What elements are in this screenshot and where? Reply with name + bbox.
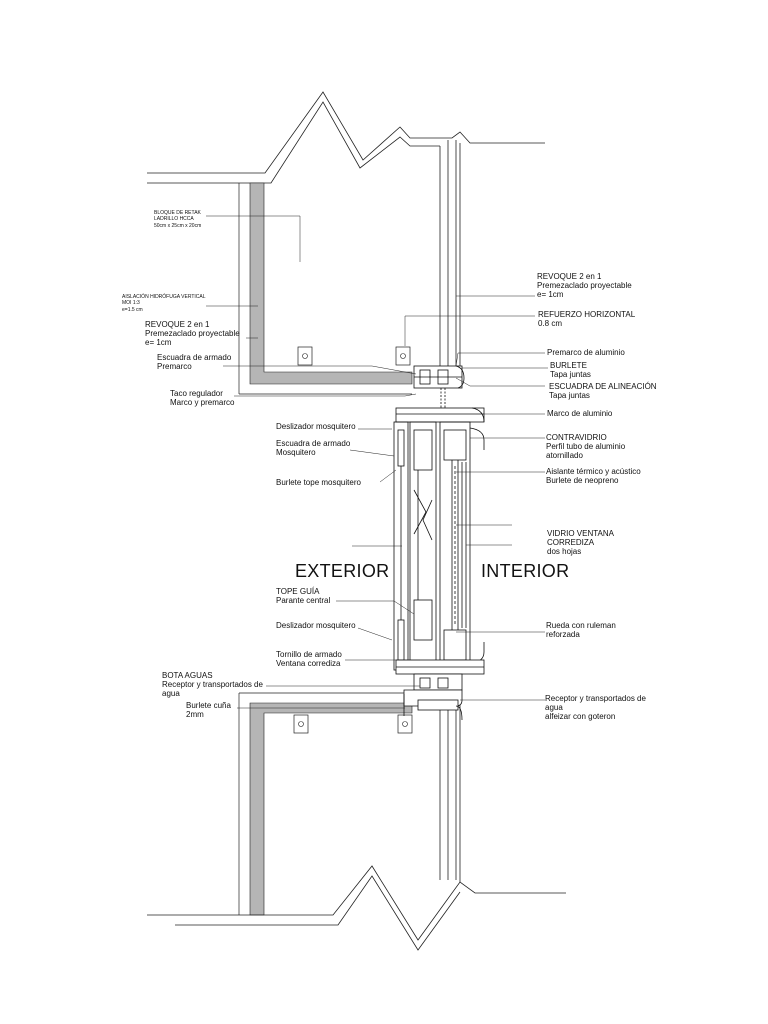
label-line: alfeizar con goteron — [545, 711, 616, 721]
label-line: Mosquitero — [276, 447, 316, 457]
label-line: Taco regulador — [170, 389, 223, 398]
label-revoque-right: REVOQUE 2 en 1 Premezaclado proyectable … — [537, 272, 632, 300]
label-deslizador-1: Deslizador mosquitero — [276, 422, 356, 432]
label-tope-guia: TOPE GUÍA Parante central — [276, 587, 331, 606]
label-line: Tapa juntas — [550, 369, 591, 379]
lower-wall-block — [238, 692, 413, 916]
lower-wall-outline — [147, 700, 566, 951]
label-escuadra-alineacion: ESCUADRA DE ALINEACIÓN Tapa juntas — [549, 382, 657, 401]
label-line: Deslizador mosquitero — [276, 621, 356, 630]
label-line: Tornillo de armado — [276, 650, 342, 659]
label-interior: INTERIOR — [481, 562, 569, 580]
label-line: Rueda con ruleman — [546, 621, 616, 630]
window-section — [393, 365, 485, 721]
label-line: dos hojas — [547, 546, 582, 556]
label-line: e= 1cm — [537, 289, 564, 299]
label-line: Marco y premarco — [170, 397, 235, 407]
upper-wall-outline — [147, 91, 545, 366]
label-line: Perfil tubo de aluminio — [546, 441, 626, 451]
label-line: VIDRIO VENTANA — [547, 529, 614, 538]
label-deslizador-2: Deslizador mosquitero — [276, 621, 356, 631]
label-line: e= 1cm — [145, 337, 172, 347]
label-line: agua — [162, 688, 180, 698]
label-burlete-cuna: Burlete cuña 2mm — [186, 701, 231, 720]
label-line: BOTA AGUAS — [162, 671, 213, 680]
label-marco: Marco de aluminio — [547, 409, 613, 419]
label-escuadra-premarco: Escuadra de armado Premarco — [157, 353, 232, 372]
label-line: Burlete cuña — [186, 701, 231, 710]
label-line: Burlete tope mosquitero — [276, 478, 361, 487]
label-line: Premarco — [157, 361, 192, 371]
label-line: Burlete de neopreno — [546, 475, 619, 485]
label-line: Premezaclado proyectable — [537, 280, 632, 290]
label-line: Escuadra de armado — [157, 353, 232, 362]
label-line: Receptor y transportados de — [545, 694, 646, 703]
label-rueda: Rueda con ruleman reforzada — [546, 621, 616, 640]
label-burlete-tope: Burlete tope mosquitero — [276, 478, 361, 488]
label-line: BURLETE — [550, 361, 587, 370]
label-vidrio: VIDRIO VENTANA CORREDIZA dos hojas — [547, 529, 614, 557]
label-exterior: EXTERIOR — [295, 562, 389, 580]
label-receptor: Receptor y transportados de agua alfeiza… — [545, 694, 646, 722]
label-line: 0.8 cm — [538, 318, 563, 328]
label-line: Aislante térmico y acústico — [546, 467, 641, 476]
label-line: atornillado — [546, 450, 583, 460]
label-line: REVOQUE 2 en 1 — [537, 272, 602, 281]
label-escuadra-mosquitero: Escuadra de armado Mosquitero — [276, 439, 351, 458]
label-line: reforzada — [546, 629, 580, 639]
label-burlete: BURLETE Tapa juntas — [550, 361, 591, 380]
label-line: TOPE GUÍA — [276, 587, 320, 596]
label-bloque: BLOQUE DE RETAK LADRILLO HCCA 50cm x 25c… — [154, 210, 201, 229]
label-taco: Taco regulador Marco y premarco — [170, 389, 235, 408]
label-line: Marco de aluminio — [547, 409, 613, 418]
label-line: Premarco de aluminio — [547, 348, 625, 357]
label-line: 2mm — [186, 709, 204, 719]
label-aislacion: AISLACIÓN HIDRÓFUGA VERTICAL MOI 1:3 e=1… — [122, 294, 206, 313]
label-revoque-left: REVOQUE 2 en 1 Premezaclado proyectable … — [145, 320, 240, 348]
label-line: Parante central — [276, 595, 331, 605]
label-line: Ventana corrediza — [276, 658, 341, 668]
label-line: Deslizador mosquitero — [276, 422, 356, 431]
label-line: Receptor y transportados de — [162, 679, 263, 689]
label-premarco: Premarco de aluminio — [547, 348, 625, 358]
label-line: CONTRAVIDRIO — [546, 433, 607, 442]
label-line: MOI 1:3 — [122, 300, 140, 307]
label-aislante: Aislante térmico y acústico Burlete de n… — [546, 467, 641, 486]
label-line: e=1.5 cm — [122, 306, 143, 313]
label-line: Premezaclado proyectable — [145, 328, 240, 338]
leader-lines — [206, 215, 548, 709]
label-line: AISLACIÓN HIDRÓFUGA VERTICAL — [122, 294, 206, 300]
label-line: ESCUADRA DE ALINEACIÓN — [549, 382, 657, 391]
label-refuerzo: REFUERZO HORIZONTAL 0.8 cm — [538, 310, 636, 329]
label-line: BLOQUE DE RETAK — [154, 210, 201, 216]
label-line: REFUERZO HORIZONTAL — [538, 310, 636, 319]
label-line: REVOQUE 2 en 1 — [145, 320, 210, 329]
label-line: LADRILLO HCCA — [154, 216, 194, 223]
label-line: Tapa juntas — [549, 390, 590, 400]
label-line: agua — [545, 702, 563, 712]
label-line: Escuadra de armado — [276, 439, 351, 448]
label-bota-aguas: BOTA AGUAS Receptor y transportados de a… — [162, 671, 263, 699]
label-contravidrio: CONTRAVIDRIO Perfil tubo de aluminio ato… — [546, 433, 626, 461]
label-line: CORREDIZA — [547, 537, 595, 547]
label-line: 50cm x 25cm x 20cm — [154, 222, 202, 229]
zone-text: EXTERIOR — [295, 561, 390, 581]
upper-wall-block — [238, 182, 413, 395]
zone-text: INTERIOR — [481, 561, 570, 581]
label-tornillo: Tornillo de armado Ventana corrediza — [276, 650, 342, 669]
